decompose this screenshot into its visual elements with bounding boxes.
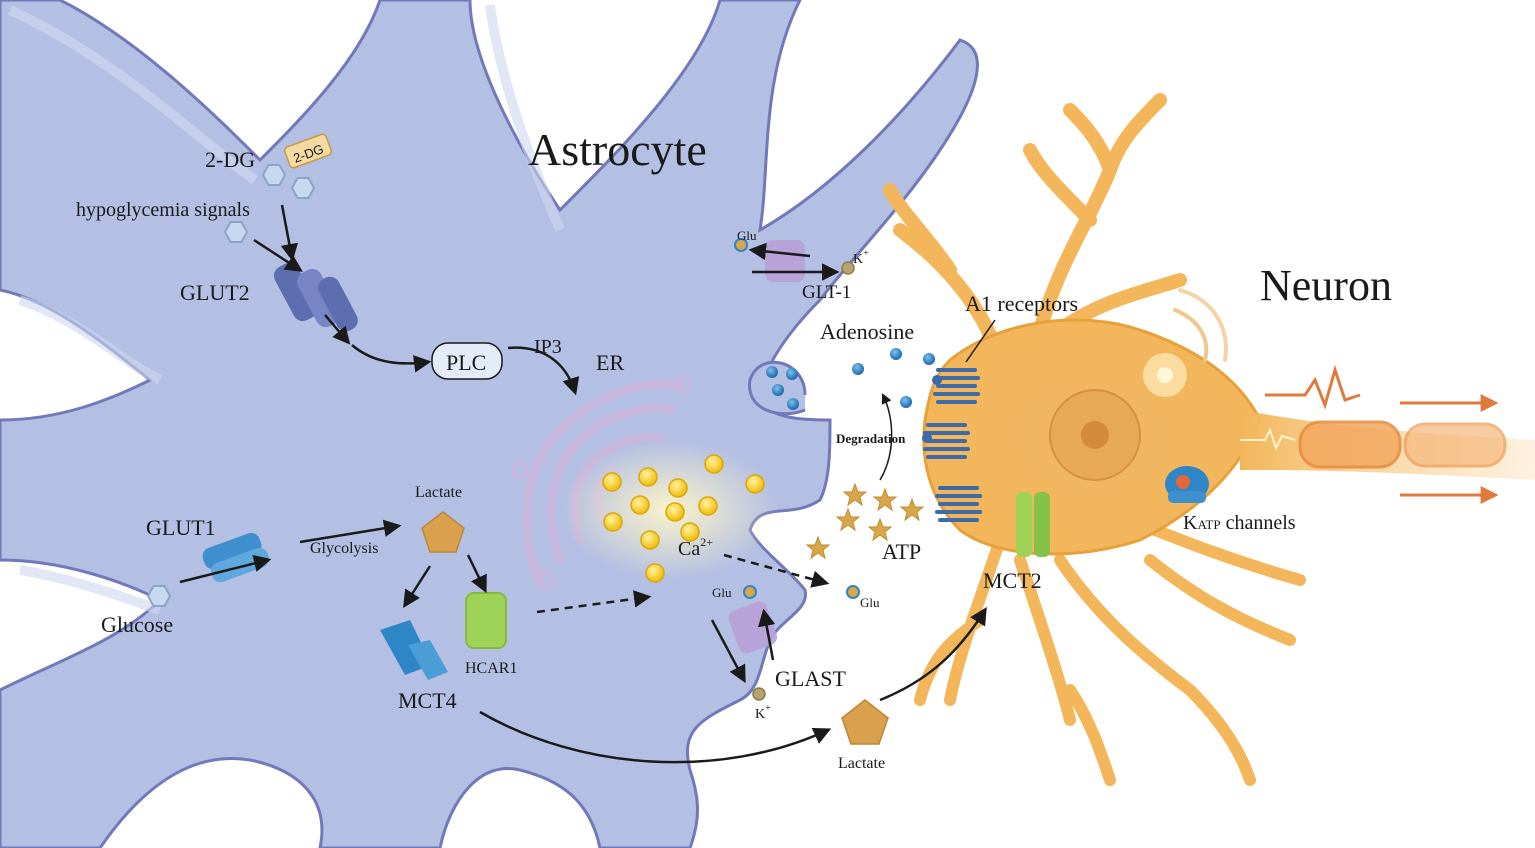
calcium-cluster [560, 440, 780, 583]
degradation-label: Degradation [836, 431, 906, 446]
plc-box [431, 342, 503, 380]
two-dg-tag: 2-DG [283, 133, 333, 169]
katp-channels-label: KATP channels [1183, 512, 1296, 534]
glt1-label: GLT-1 [802, 282, 851, 303]
ca-label: Ca2+ [678, 535, 713, 560]
neuron-cell [883, 93, 1535, 786]
glutamate-molecules [734, 238, 860, 599]
a1-receptor-middle [922, 423, 970, 459]
lactate-inner-label: Lactate [415, 484, 462, 501]
glucose-molecule [146, 585, 172, 607]
k-bottom-superscript: + [765, 703, 771, 714]
glast-label: GLAST [775, 666, 846, 691]
pathway-arrows [179, 204, 987, 764]
two-dg-label: 2-DG [205, 147, 255, 172]
glu-right-label: Glu [860, 595, 880, 610]
atp-label: ATP [882, 539, 921, 564]
hcar1-label: HCAR1 [465, 660, 517, 677]
katp-rest: channels [1221, 512, 1296, 534]
katp-channel [1165, 466, 1209, 503]
ip3-label: IP3 [534, 336, 562, 358]
glycolysis-label: Glycolysis [310, 540, 378, 557]
k-top-text: K [853, 252, 863, 267]
neuron-title: Neuron [1260, 261, 1392, 310]
glu-mid-label: Glu [712, 585, 732, 600]
two-dg-molecules [223, 164, 316, 243]
ca-text: Ca [678, 538, 700, 560]
glut1-label: GLUT1 [146, 515, 216, 540]
katp-subscript: ATP [1197, 517, 1220, 532]
diagram-labels: 2-DG hypoglycemia signals GLUT2 PLC IP3 … [76, 147, 1296, 772]
adenosine-vesicle [748, 360, 807, 416]
glucose-label: Glucose [101, 612, 173, 637]
astrocyte-cell [0, 0, 979, 848]
katp-k: K [1183, 512, 1198, 534]
atp-stars [805, 482, 925, 560]
ca-superscript: 2+ [700, 535, 713, 549]
lactate-inner-molecule [421, 511, 465, 553]
glut2-transporter [273, 262, 358, 332]
k-top-superscript: + [863, 248, 869, 259]
k-bottom-label: K+ [755, 703, 771, 722]
a1-receptors-label: A1 receptors [965, 291, 1078, 316]
hypoglycemia-signals-label: hypoglycemia signals [76, 199, 250, 221]
glu-top-label: Glu [737, 228, 757, 243]
plc-label: PLC [446, 350, 486, 375]
k-top-label: K+ [853, 248, 869, 267]
potassium-molecules [752, 261, 855, 701]
glt1-transporter [765, 240, 805, 282]
er-label: ER [596, 350, 624, 375]
a1-leader-line [965, 319, 996, 363]
mct2-transporter [1016, 492, 1050, 557]
astrocyte-title: Astrocyte [528, 124, 707, 175]
lactate-outer-label: Lactate [838, 755, 885, 772]
a1-receptor-top [932, 368, 980, 404]
mct4-transporter [380, 620, 448, 680]
k-bottom-text: K [755, 707, 765, 722]
adenosine-label: Adenosine [820, 319, 914, 344]
a1-receptor-bottom [935, 486, 982, 522]
lactate-outer-molecule [841, 699, 889, 745]
adenosine-molecules [852, 348, 935, 408]
hcar1-receptor [465, 592, 507, 649]
mct4-label: MCT4 [398, 688, 457, 713]
mct2-label: MCT2 [983, 568, 1042, 593]
glut2-label: GLUT2 [180, 280, 250, 305]
